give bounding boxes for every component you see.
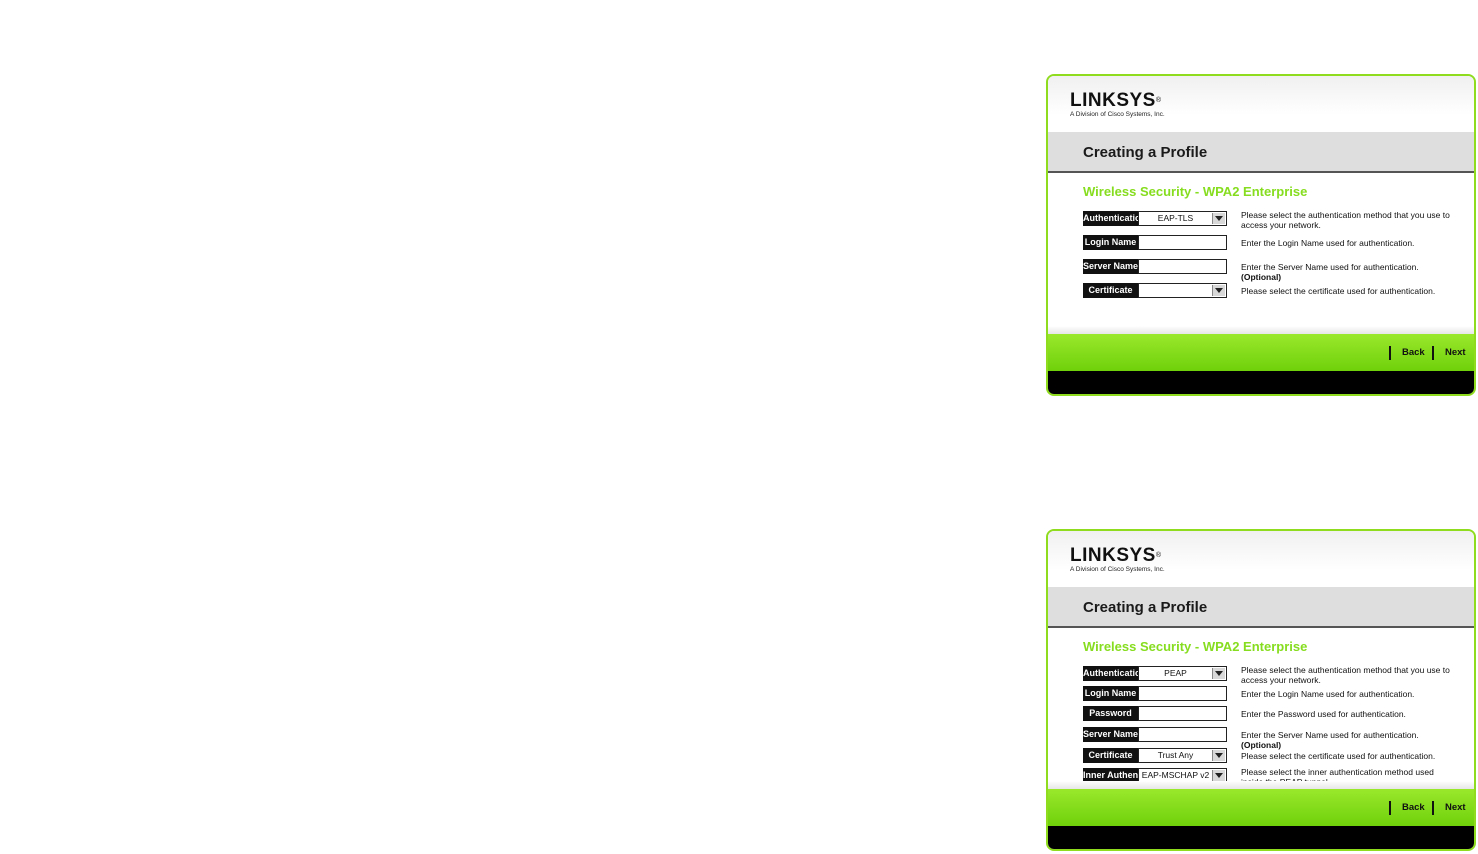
server-name-help: Enter the Server Name used for authentic… <box>1241 730 1456 750</box>
inner-authentication-select[interactable]: EAP-MSCHAP v2 <box>1138 768 1227 783</box>
linksys-logo: LINKSYS® A Division of Cisco Systems, In… <box>1070 545 1165 574</box>
profile-panel-peap: LINKSYS® A Division of Cisco Systems, In… <box>1046 529 1476 851</box>
logo-tagline: A Division of Cisco Systems, Inc. <box>1070 111 1165 118</box>
server-name-label: Server Name <box>1083 727 1138 742</box>
password-label: Password <box>1083 706 1138 721</box>
certificate-help: Please select the certificate used for a… <box>1241 751 1436 761</box>
footer-bar <box>1048 371 1474 394</box>
server-name-help-text: Enter the Server Name used for authentic… <box>1241 730 1419 740</box>
header: LINKSYS® A Division of Cisco Systems, In… <box>1048 531 1474 587</box>
chevron-down-icon[interactable] <box>1212 285 1225 296</box>
optional-note: (Optional) <box>1241 272 1282 282</box>
section-title: Wireless Security - WPA2 Enterprise <box>1083 184 1308 199</box>
login-name-input[interactable] <box>1138 686 1227 701</box>
certificate-value: Trust Any <box>1157 750 1194 760</box>
chevron-down-icon[interactable] <box>1212 750 1225 761</box>
certificate-select[interactable]: Trust Any <box>1138 748 1227 763</box>
certificate-label: Certificate <box>1083 283 1138 298</box>
authentication-help: Please select the authentication method … <box>1241 210 1450 230</box>
optional-note: (Optional) <box>1241 740 1282 750</box>
linksys-logo: LINKSYS® A Division of Cisco Systems, In… <box>1070 90 1165 119</box>
server-name-help-text: Enter the Server Name used for authentic… <box>1241 262 1419 272</box>
nav-divider <box>1432 801 1434 815</box>
logo-tagline: A Division of Cisco Systems, Inc. <box>1070 566 1165 573</box>
login-name-label: Login Name <box>1083 686 1138 701</box>
inner-authentication-value: EAP-MSCHAP v2 <box>1141 770 1210 780</box>
server-name-help: Enter the Server Name used for authentic… <box>1241 262 1456 282</box>
back-button[interactable]: Back <box>1402 347 1425 358</box>
server-name-label: Server Name <box>1083 259 1138 274</box>
navigation-bar: Back Next <box>1048 326 1474 371</box>
certificate-help: Please select the certificate used for a… <box>1241 286 1436 296</box>
nav-divider <box>1389 346 1391 360</box>
authentication-label: Authentication <box>1083 666 1138 681</box>
next-button[interactable]: Next <box>1445 347 1466 358</box>
logo-wordmark: LINKSYS <box>1070 90 1156 111</box>
authentication-value: PEAP <box>1164 668 1187 678</box>
title-bar: Creating a Profile <box>1048 587 1474 628</box>
footer-bar <box>1048 826 1474 849</box>
navigation-bar: Back Next <box>1048 781 1474 826</box>
authentication-label: Authentication <box>1083 211 1138 226</box>
logo-registered-mark: ® <box>1155 552 1162 559</box>
server-name-input[interactable] <box>1138 259 1227 274</box>
certificate-label: Certificate <box>1083 748 1138 763</box>
authentication-select[interactable]: PEAP <box>1138 666 1227 681</box>
page-title: Creating a Profile <box>1083 599 1208 616</box>
logo-registered-mark: ® <box>1155 97 1162 104</box>
section-title: Wireless Security - WPA2 Enterprise <box>1083 639 1308 654</box>
login-name-input[interactable] <box>1138 235 1227 250</box>
next-button[interactable]: Next <box>1445 802 1466 813</box>
title-bar: Creating a Profile <box>1048 132 1474 173</box>
profile-panel-eap-tls: LINKSYS® A Division of Cisco Systems, In… <box>1046 74 1476 396</box>
page-title: Creating a Profile <box>1083 144 1208 161</box>
login-name-label: Login Name <box>1083 235 1138 250</box>
password-help: Enter the Password used for authenticati… <box>1241 709 1406 719</box>
logo-wordmark: LINKSYS <box>1070 545 1156 566</box>
nav-divider <box>1432 346 1434 360</box>
nav-divider <box>1389 801 1391 815</box>
chevron-down-icon[interactable] <box>1212 668 1225 679</box>
chevron-down-icon[interactable] <box>1212 770 1225 781</box>
authentication-select[interactable]: EAP-TLS <box>1138 211 1227 226</box>
authentication-help: Please select the authentication method … <box>1241 665 1450 685</box>
login-name-help: Enter the Login Name used for authentica… <box>1241 238 1415 248</box>
inner-authentication-label: Inner Authen. <box>1083 768 1138 783</box>
header: LINKSYS® A Division of Cisco Systems, In… <box>1048 76 1474 132</box>
login-name-help: Enter the Login Name used for authentica… <box>1241 689 1415 699</box>
back-button[interactable]: Back <box>1402 802 1425 813</box>
server-name-input[interactable] <box>1138 727 1227 742</box>
chevron-down-icon[interactable] <box>1212 213 1225 224</box>
authentication-value: EAP-TLS <box>1157 213 1194 223</box>
password-input[interactable] <box>1138 706 1227 721</box>
certificate-select[interactable] <box>1138 283 1227 298</box>
